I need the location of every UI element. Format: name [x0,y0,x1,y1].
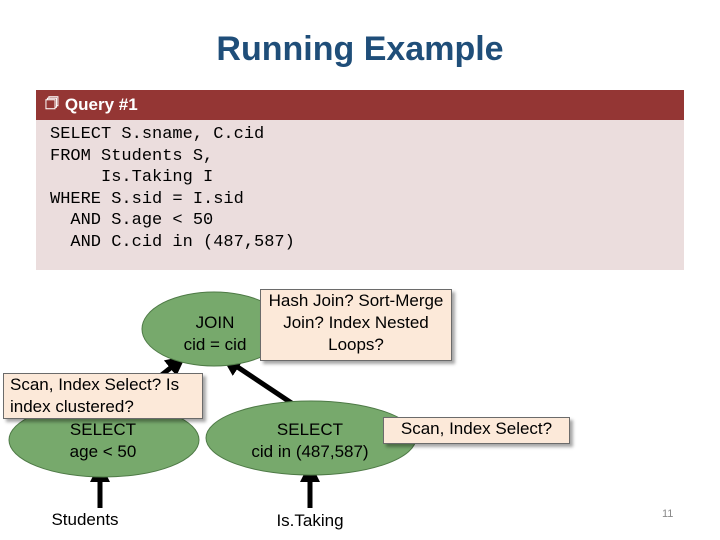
select-right-op: SELECT [276,420,344,439]
left-access-callout: Scan, Index Select? Is index clustered? [3,373,203,419]
query-body [36,120,684,270]
select-right-condition: cid in (487,587) [251,442,369,461]
right-access-callout: Scan, Index Select? [383,417,570,444]
join-label: JOIN [195,313,235,332]
join-condition: cid = cid [183,335,247,354]
join-node-label: JOIN cid = cid [150,312,280,356]
sql-code: SELECT S.sname, C.cid FROM Students S, I… [50,125,295,252]
slide-title: Running Example [216,30,504,68]
select-left-label: SELECT age < 50 [30,419,176,463]
leaf-istaking: Is.Taking [276,511,344,530]
select-right-label: SELECT cid in (487,587) [220,419,400,463]
select-left-condition: age < 50 [69,442,137,461]
join-method-callout: Hash Join? Sort-Merge Join? Index Nested… [260,289,452,361]
query-header: 🗇 Query #1 [36,90,684,120]
leaf-students: Students [51,510,119,529]
select-left-op: SELECT [69,420,137,439]
notepad-icon: 🗇 [45,94,59,112]
page-number: 11 [662,508,674,520]
query-header-label: Query #1 [64,95,138,114]
